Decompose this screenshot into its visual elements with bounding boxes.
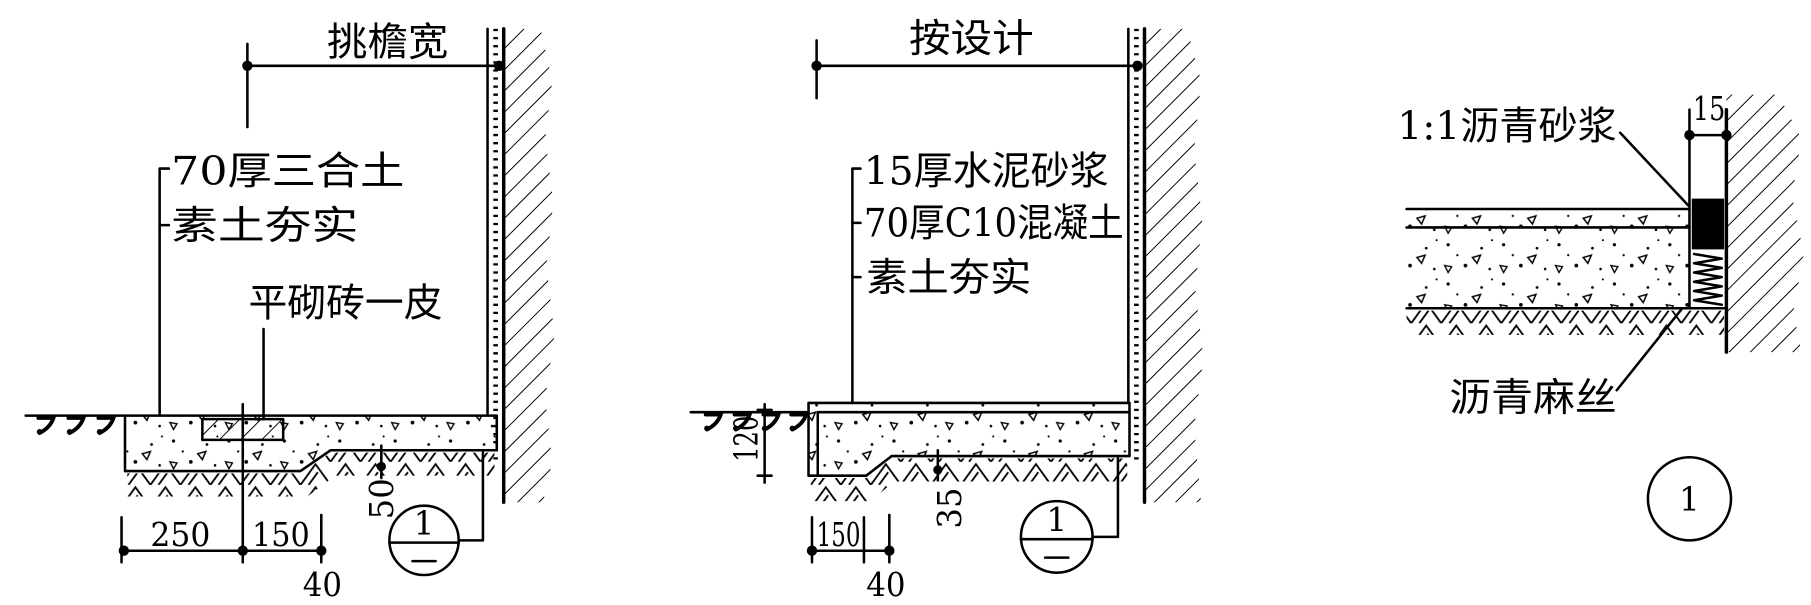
dim-40-label: 40 [866,566,905,604]
dim-150-label: 150 [252,516,310,554]
dimension-dot [884,545,895,556]
dimension-dot [237,545,248,556]
detail-number-circle [1646,455,1733,542]
dimension-dot [1684,129,1695,141]
dimension-dot [933,465,943,475]
dimension-dot [1721,129,1732,141]
ground-symbol [34,415,56,437]
index-leader-line [457,451,485,542]
dim-120-label: 120 [728,416,766,462]
layer-label-1: 70厚三合土 [171,150,404,195]
asphalt-mortar-fill [1691,198,1725,250]
ground-symbol [702,412,723,434]
dimension-dot [811,60,822,72]
detail-number: 1 [1679,480,1700,518]
dim-15-label: 15 [1693,90,1725,128]
asphalt-mortar-leader [1618,131,1690,207]
dim-35-label: 35 [931,487,969,528]
dimension-dot [118,545,130,556]
dimension-dot [1132,60,1143,72]
dimension-dot [316,545,327,556]
brick-label: 平砌砖一皮 [249,281,443,326]
dimension-dot [806,545,818,556]
dim-40-label: 40 [303,566,342,604]
layer-label-2: 70厚C10混凝土 [864,202,1124,247]
dimension-dot [493,60,505,72]
compacted-soil-hatch [1406,310,1725,335]
asphalt-mortar-label: 1:1沥青砂浆 [1397,105,1616,150]
ground-symbol [787,412,809,434]
layer-leader-line [158,167,171,415]
index-number: 1 [1046,501,1067,539]
asphalt-hemp-leader [1615,308,1683,392]
design-width-label: 按设计 [909,17,1034,62]
eave-width-label: 挑檐宽 [327,20,448,65]
layer-label-2: 素土夯实 [171,204,358,249]
dim-50-label: 50 [363,478,401,519]
dim-250-label: 250 [150,516,210,554]
ground-symbol [94,415,116,437]
detail-left: 挑檐宽 70厚三合土 素土夯实 平砌砖一皮 50 250 150 40 [24,20,555,604]
layer-label-3: 素土夯实 [866,256,1031,301]
concrete-slab [807,401,1131,477]
dimension-dot [242,60,253,72]
wall-hatch [1726,94,1804,353]
detail-middle: 按设计 15厚水泥砂浆 70厚C10混凝土 素土夯实 120 35 [689,17,1204,604]
index-leader-line [1091,457,1120,539]
asphalt-hemp-coil [1692,252,1724,307]
compacted-soil-hatch [810,458,1128,502]
wall-hatch [503,28,555,503]
asphalt-hemp-label: 沥青麻丝 [1449,376,1616,421]
compacted-soil-hatch [127,452,495,497]
dim-150-label: 150 [817,516,861,554]
dimension-dot [376,461,386,472]
index-number: 1 [414,505,435,543]
layer-label-1: 15厚水泥砂浆 [864,150,1109,195]
concrete-slab [1406,208,1690,309]
detail-right: 15 1:1沥青砂浆 沥青麻丝 1 [1397,90,1804,542]
layer-leader-line [851,167,862,405]
wall-hatch [1144,28,1204,503]
ground-symbol [64,415,86,437]
